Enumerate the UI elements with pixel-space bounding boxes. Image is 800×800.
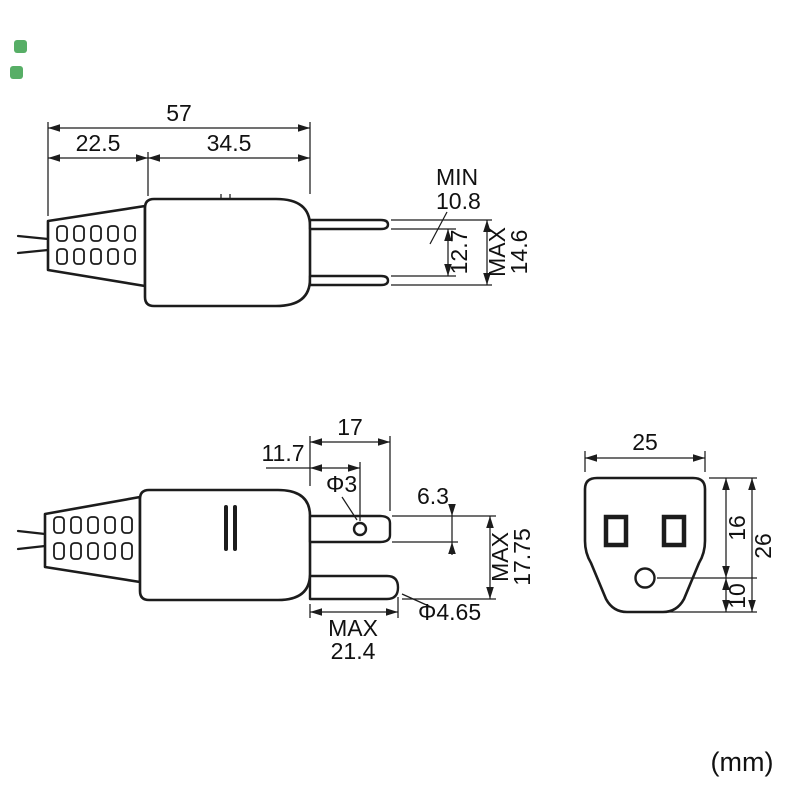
extension-lines-top <box>309 436 391 521</box>
pin-length-max-label: MAX <box>328 615 378 641</box>
extension-lines-right <box>657 477 757 613</box>
side-view-dimensions: 17 11.7 Φ3 6.3 MAX 17.75 MAX 21.4 Φ4.65 <box>261 414 535 664</box>
stamp-marks <box>10 40 27 79</box>
dim-blade-length-label: 17 <box>337 414 363 440</box>
receptacle-face-view: 25 16 10 26 <box>583 429 776 614</box>
blade-width-label: 6.3 <box>417 483 449 509</box>
plug-top-view: 57 22.5 34.5 MIN 10.8 12.7 MAX 14.6 <box>16 100 532 308</box>
cable <box>16 234 50 255</box>
hole-dia-leader-line <box>341 496 358 521</box>
green-stamp-mark <box>10 66 23 79</box>
extension-lines-bottom <box>309 597 399 618</box>
receptacle-height-label: 26 <box>750 533 776 559</box>
ground-pin-hole <box>634 567 656 589</box>
dim-boot-length-label: 22.5 <box>76 130 121 156</box>
blade-lower <box>308 274 390 287</box>
green-stamp-mark <box>14 40 27 53</box>
overall-max-label: MAX <box>487 532 513 582</box>
dim-body-length-label: 34.5 <box>207 130 252 156</box>
hole-diameter-label: Φ3 <box>326 471 357 497</box>
parting-marks <box>220 194 231 199</box>
receptacle-upper-dim-label: 16 <box>724 515 750 541</box>
blade-slot-left <box>603 514 629 548</box>
unit-note: (mm) <box>711 747 774 777</box>
pin-diameter-label: Φ4.65 <box>418 599 481 625</box>
blade-extension-lines <box>391 219 492 286</box>
pin-dia-leader-line <box>401 593 432 608</box>
strain-relief-boot <box>46 204 147 288</box>
blade-span-max-value: 14.6 <box>506 230 532 275</box>
blade-span-max-label: MAX <box>484 227 510 277</box>
extension-lines-right <box>392 515 496 600</box>
dim-hole-position-label: 11.7 <box>261 440 304 466</box>
blade-gap-min-value: 10.8 <box>436 188 481 214</box>
body-groove-marks <box>224 505 237 551</box>
strain-relief-boot <box>43 495 142 584</box>
plug-side-view: 17 11.7 Φ3 6.3 MAX 17.75 MAX 21.4 Φ4.65 <box>16 414 535 664</box>
receptacle-lower-dim-label: 10 <box>724 583 750 609</box>
round-pin <box>308 574 400 601</box>
flat-blade <box>308 514 392 544</box>
blade-slot-right <box>661 514 687 548</box>
cable <box>16 529 47 551</box>
receptacle-width-label: 25 <box>632 429 658 455</box>
receptacle-dimensions: 25 16 10 26 <box>584 429 776 613</box>
plug-body <box>143 197 312 308</box>
dimension-lines <box>48 127 310 159</box>
strain-relief-ribs <box>53 516 133 560</box>
overall-max-value: 17.75 <box>509 528 535 586</box>
receptacle-face <box>583 476 707 614</box>
dim-total-length-label: 57 <box>166 100 192 126</box>
top-view-dimensions: 57 22.5 34.5 MIN 10.8 12.7 MAX 14.6 <box>47 100 532 286</box>
blade-upper <box>308 218 390 231</box>
blade-hole <box>352 521 368 537</box>
blade-gap-min-label: MIN <box>436 164 478 190</box>
strain-relief-ribs <box>56 225 136 265</box>
extension-lines-top <box>584 451 706 472</box>
dim-blade-pitch-label: 12.7 <box>446 230 472 275</box>
min-gap-leader-line <box>429 211 448 245</box>
pin-length-max-value: 21.4 <box>331 638 376 664</box>
